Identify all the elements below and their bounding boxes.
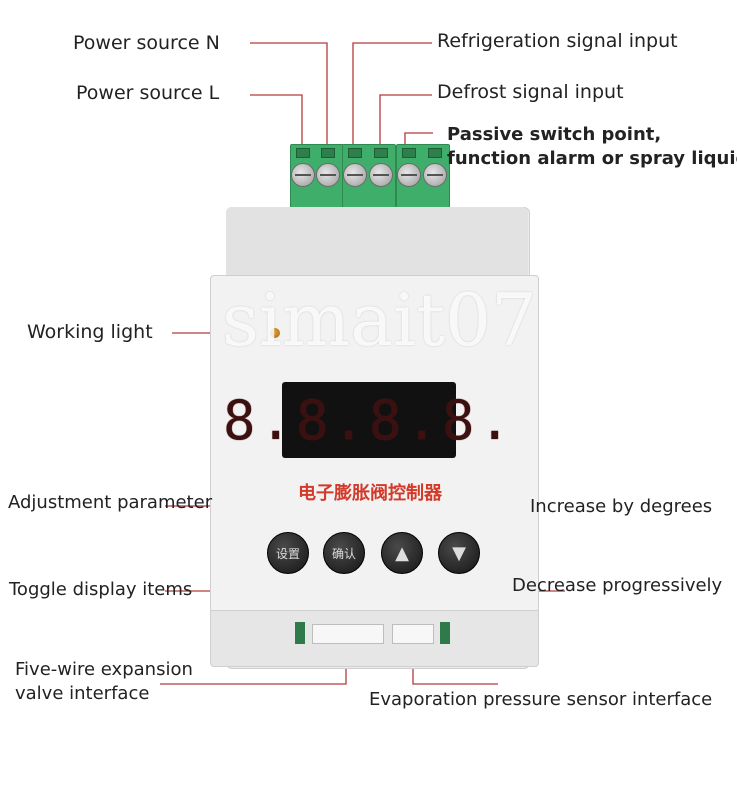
- label-defrost: Defrost signal input: [437, 81, 624, 103]
- device-bottom-base: [210, 610, 539, 667]
- display-digits: 8.8.8.8.: [222, 388, 516, 452]
- leader-refrigeration: [352, 42, 432, 168]
- terminal-screw-icon: [369, 163, 393, 187]
- increase-button[interactable]: ▲: [381, 532, 423, 574]
- terminal-slot: [348, 148, 362, 158]
- label-power-l: Power source L: [76, 82, 220, 104]
- terminal-screw-icon: [397, 163, 421, 187]
- label-five-wire-line2: valve interface: [15, 683, 150, 704]
- label-toggle: Toggle display items: [9, 579, 193, 600]
- label-power-n: Power source N: [73, 32, 220, 54]
- device-title: 电子膨胀阀控制器: [298, 483, 442, 504]
- terminal-screw-icon: [291, 163, 315, 187]
- set-button[interactable]: 设置: [267, 532, 309, 574]
- terminal-screw-icon: [343, 163, 367, 187]
- pcb-edge: [440, 622, 450, 644]
- working-light-led: [270, 328, 280, 338]
- arrow-down-icon: ▼: [452, 542, 466, 564]
- label-passive-line2: function alarm or spray liquid: [447, 148, 737, 169]
- label-five-wire-line1: Five-wire expansion: [15, 659, 193, 680]
- terminal-slot: [321, 148, 335, 158]
- terminal-slot: [402, 148, 416, 158]
- leader-power-n: [250, 42, 328, 168]
- terminal-screw-icon: [423, 163, 447, 187]
- label-refrigeration: Refrigeration signal input: [437, 30, 678, 52]
- pressure-sensor-connector: [392, 624, 434, 644]
- pcb-edge: [295, 622, 305, 644]
- label-adjustment: Adjustment parameter: [8, 492, 213, 513]
- terminal-screw-icon: [316, 163, 340, 187]
- label-evaporation: Evaporation pressure sensor interface: [369, 689, 713, 710]
- leader-power-l: [250, 94, 303, 168]
- terminal-slot: [296, 148, 310, 158]
- label-decrease: Decrease progressively: [512, 575, 723, 596]
- terminal-slot: [428, 148, 442, 158]
- device-housing-top: [226, 207, 528, 287]
- arrow-up-icon: ▲: [395, 542, 409, 564]
- five-wire-connector: [312, 624, 384, 644]
- terminal-slot: [374, 148, 388, 158]
- leader-defrost: [379, 94, 432, 168]
- label-increase: Increase by degrees: [530, 496, 713, 517]
- label-passive-line1: Passive switch point,: [447, 124, 662, 145]
- led-display: 8.8.8.8.: [223, 382, 511, 458]
- confirm-button[interactable]: 确认: [323, 532, 365, 574]
- label-working-light: Working light: [27, 321, 153, 343]
- decrease-button[interactable]: ▼: [438, 532, 480, 574]
- watermark: simait07: [222, 278, 537, 362]
